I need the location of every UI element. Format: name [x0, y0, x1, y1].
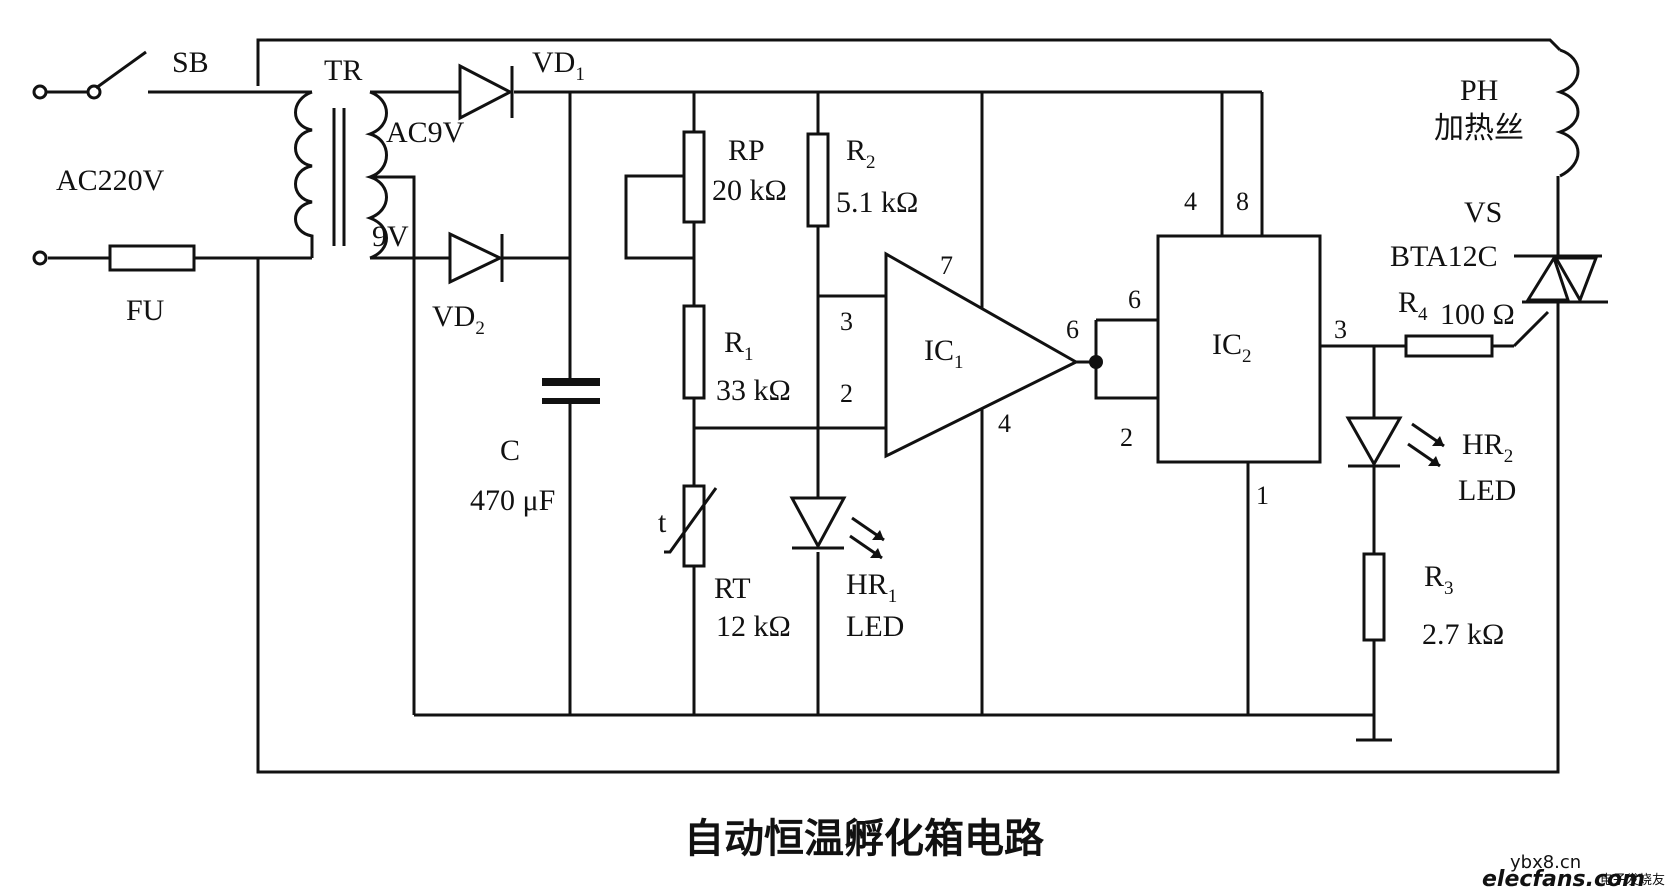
label-tr: TR — [324, 54, 362, 87]
label-r3-value: 2.7 kΩ — [1422, 618, 1504, 651]
label-hr1: HR1 — [846, 568, 897, 607]
fuse-fu — [32, 244, 196, 272]
pin-ic1-7: 7 — [940, 251, 953, 280]
pin-ic2-8: 8 — [1236, 187, 1249, 216]
label-ac220v: AC220V — [56, 164, 165, 197]
label-rp: RP — [728, 134, 765, 167]
thermistor-rt — [664, 484, 718, 568]
led-hr2 — [1345, 416, 1445, 468]
label-sb: SB — [172, 46, 209, 79]
pin-ic2-3: 3 — [1334, 315, 1347, 344]
watermark-brand: elecfans.com — [1482, 867, 1645, 889]
triac-vs — [1522, 254, 1602, 326]
pin-ic1-2: 2 — [840, 379, 853, 408]
label-ph-desc: 加热丝 — [1434, 112, 1524, 145]
label-r4: R4 — [1398, 286, 1428, 325]
label-c-value: 470 μF — [470, 484, 555, 517]
watermark-cn: 电子发烧友 — [1600, 872, 1665, 888]
switch-sb — [32, 50, 147, 100]
label-vd2: VD2 — [432, 300, 485, 339]
label-r1-value: 33 kΩ — [716, 374, 791, 407]
labels: SB TR AC220V FU AC9V 9V VD1 VD2 C 470 μF… — [56, 46, 1524, 651]
pin-ic2-1: 1 — [1256, 481, 1269, 510]
label-vs: VS — [1464, 196, 1502, 229]
pin-ic2-2: 2 — [1120, 423, 1133, 452]
label-r2-value: 5.1 kΩ — [836, 186, 918, 219]
capacitor-c — [542, 378, 600, 404]
resistor-r1 — [682, 304, 706, 400]
wires — [48, 38, 1608, 774]
ic2-chip — [1156, 234, 1322, 464]
pin-ic1-4: 4 — [998, 409, 1011, 438]
heater-ph — [1555, 48, 1580, 178]
label-r1: R1 — [724, 326, 754, 365]
label-r3: R3 — [1424, 560, 1454, 599]
pin-ic1-6: 6 — [1066, 315, 1079, 344]
resistor-r4 — [1404, 334, 1494, 358]
label-ic2: IC2 — [1212, 328, 1252, 367]
pin-ic2-6: 6 — [1128, 285, 1141, 314]
diode-vd2 — [448, 231, 504, 285]
resistor-r3 — [1362, 552, 1386, 642]
diagram-title: 自动恒温孵化箱电路 — [684, 816, 1045, 862]
pin-ic2-4: 4 — [1184, 187, 1197, 216]
resistor-r2 — [806, 132, 830, 228]
label-vs-part: BTA12C — [1390, 240, 1498, 273]
label-rt-t: t — [658, 506, 667, 539]
label-fu: FU — [126, 294, 165, 327]
label-ac9v: AC9V — [386, 116, 465, 149]
watermark: ybx8.cn elecfans.com 电子发烧友 — [1482, 852, 1665, 892]
label-rt-value: 12 kΩ — [716, 610, 791, 643]
label-hr1-type: LED — [846, 610, 904, 643]
potentiometer-rp — [682, 130, 706, 224]
label-ph: PH — [1460, 74, 1498, 107]
label-c: C — [500, 434, 520, 467]
label-hr2: HR2 — [1462, 428, 1513, 467]
label-rp-value: 20 kΩ — [712, 174, 787, 207]
label-ic1: IC1 — [924, 334, 964, 373]
led-hr1 — [789, 496, 885, 560]
label-r2: R2 — [846, 134, 876, 173]
label-vd1: VD1 — [532, 46, 585, 85]
label-rt: RT — [714, 572, 751, 605]
label-9v: 9V — [372, 220, 409, 253]
label-r4-value: 100 Ω — [1440, 298, 1515, 331]
transformer-tr — [294, 90, 388, 260]
diode-vd1 — [458, 63, 514, 121]
watermark-domain: ybx8.cn — [1510, 852, 1581, 873]
label-hr2-type: LED — [1458, 474, 1516, 507]
pin-ic1-3: 3 — [840, 307, 853, 336]
pin-numbers: 7 3 2 6 4 4 8 6 2 3 1 — [840, 187, 1347, 510]
ic1-comparator — [884, 251, 1103, 459]
